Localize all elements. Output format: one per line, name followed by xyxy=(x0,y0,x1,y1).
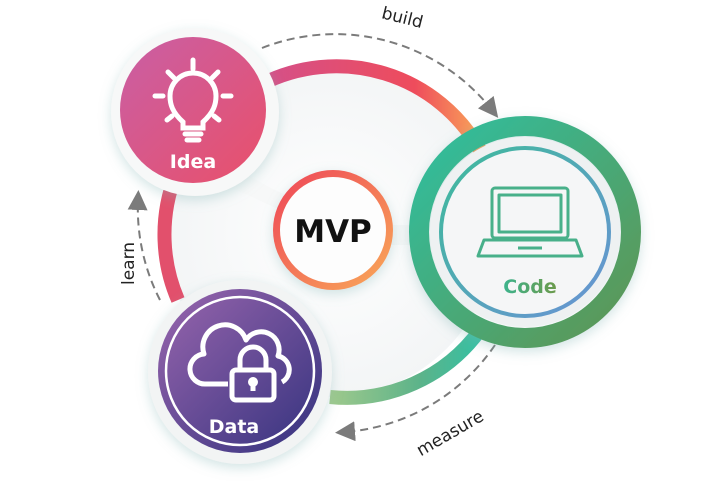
code-label: Code xyxy=(503,276,556,298)
learn-label: learn xyxy=(119,242,139,285)
mvp-node[interactable]: MVP xyxy=(273,170,393,290)
build-label: build xyxy=(380,3,425,33)
lightbulb-icon xyxy=(152,57,234,143)
learn-arrow xyxy=(127,190,161,301)
data-label: Data xyxy=(209,416,260,438)
ring-measure-segment xyxy=(329,325,486,405)
idea-node: Idea xyxy=(111,28,279,196)
idea-label: Idea xyxy=(170,151,216,173)
measure-arrow xyxy=(335,344,496,442)
mvp-label: MVP xyxy=(294,214,372,250)
laptop-icon xyxy=(476,186,584,258)
ring-build-segment xyxy=(258,59,487,154)
code-node: Code xyxy=(409,116,641,348)
data-node: Data xyxy=(148,280,332,464)
measure-label: measure xyxy=(413,406,487,460)
cloud-lock-icon xyxy=(187,322,292,403)
